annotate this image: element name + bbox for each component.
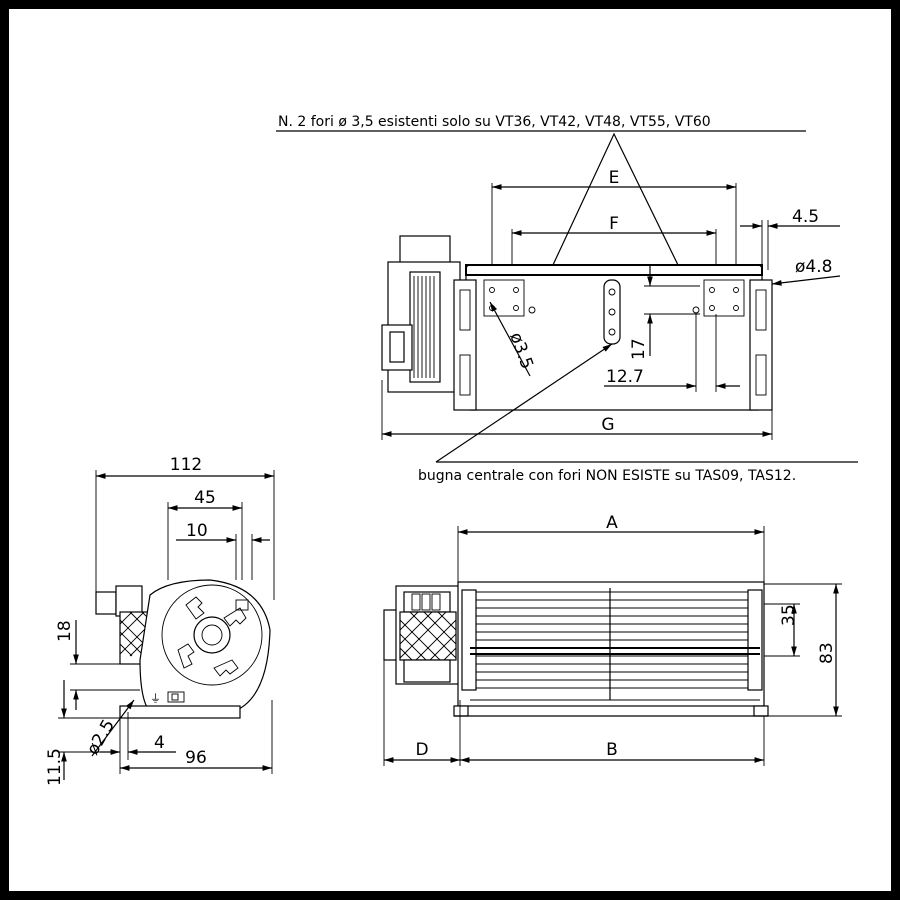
- side-view: 112 45 10: [45, 455, 275, 786]
- dim-18: 18: [55, 620, 75, 642]
- center-lug-note: bugna centrale con fori NON ESISTE su TA…: [418, 468, 796, 484]
- dim-E-label: E: [609, 168, 620, 188]
- ground-symbol: ⏚: [150, 692, 161, 705]
- motor-capacitor: [399, 235, 451, 267]
- dim-11-5: 11.5: [45, 748, 65, 786]
- dim-D-label: D: [415, 740, 428, 760]
- dim-F-label: F: [609, 214, 619, 234]
- dim-112: 112: [170, 455, 202, 475]
- dim-12-7: 12.7: [606, 367, 644, 387]
- holes-note: N. 2 fori ø 3,5 esistenti solo su VT36, …: [278, 114, 711, 130]
- drawing-sheet: [9, 9, 891, 891]
- dim-4-5: 4.5: [792, 207, 819, 227]
- dim-10: 10: [186, 521, 208, 541]
- dim-G-label: G: [601, 415, 614, 435]
- top-view: N. 2 fori ø 3,5 esistenti solo su VT36, …: [276, 114, 858, 484]
- front-view: A: [383, 513, 842, 766]
- dim-phi-4-8: ø4.8: [795, 257, 832, 277]
- dim-83: 83: [817, 642, 837, 664]
- dim-96: 96: [185, 748, 207, 768]
- blower-body-front: [457, 581, 765, 707]
- dim-A-label: A: [606, 513, 618, 533]
- center-lug: [603, 279, 621, 345]
- dim-45: 45: [194, 488, 216, 508]
- dim-17: 17: [629, 338, 649, 360]
- holes-leader: [531, 132, 701, 311]
- dim-4: 4: [154, 733, 165, 753]
- dim-35: 35: [779, 604, 799, 626]
- dim-B-label: B: [606, 740, 618, 760]
